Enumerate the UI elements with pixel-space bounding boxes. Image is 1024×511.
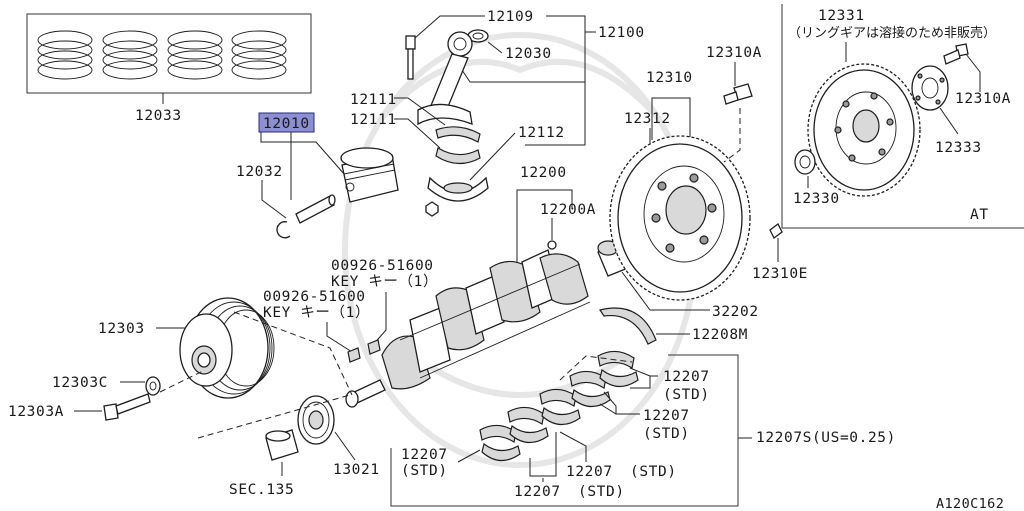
ring-set-frame <box>26 13 312 94</box>
rod-bearing-upper[interactable] <box>435 126 481 143</box>
bearing-set-frame <box>390 354 739 507</box>
label-12207-b-std: (STD) <box>643 426 690 442</box>
label-12207-a-std: (STD) <box>663 387 710 403</box>
label-at: AT <box>970 207 989 223</box>
main-bearing-pair-1[interactable] <box>479 424 521 462</box>
rod-bearing-lower[interactable] <box>435 147 481 165</box>
label-12207-a[interactable]: 12207 <box>663 369 710 385</box>
label-12310a-at[interactable]: 12310A <box>955 91 1011 107</box>
snap-ring[interactable] <box>276 221 291 239</box>
crank-pulley[interactable] <box>179 297 275 399</box>
label-12032[interactable]: 12032 <box>236 164 283 180</box>
label-12310[interactable]: 12310 <box>646 70 693 86</box>
label-12312[interactable]: 12312 <box>624 111 671 127</box>
label-12208m[interactable]: 12208M <box>692 327 748 343</box>
pulley-washer[interactable] <box>145 376 161 396</box>
label-12333[interactable]: 12333 <box>935 140 982 156</box>
label-12200[interactable]: 12200 <box>520 165 567 181</box>
label-12303a[interactable]: 12303A <box>8 404 64 420</box>
main-bearing-pair-3[interactable] <box>539 388 581 426</box>
rod-cap[interactable] <box>427 176 489 202</box>
woodruff-key-a[interactable] <box>367 339 381 355</box>
rod-nut[interactable] <box>425 201 439 217</box>
thrust-washer[interactable] <box>599 307 657 345</box>
connecting-rod[interactable] <box>417 31 473 126</box>
label-12010[interactable]: 12010 <box>263 116 310 132</box>
label-12109[interactable]: 12109 <box>487 9 534 25</box>
reinforcement-plate[interactable] <box>911 65 949 111</box>
label-12207s[interactable]: 12207S(US=0.25) <box>756 430 896 446</box>
label-12112[interactable]: 12112 <box>518 125 565 141</box>
at-bolt[interactable] <box>943 43 969 65</box>
label-12207-e-std: (STD) <box>578 484 625 500</box>
label-12111-b[interactable]: 12111 <box>350 112 397 128</box>
crankshaft[interactable] <box>345 249 591 408</box>
label-32202[interactable]: 32202 <box>712 304 759 320</box>
label-12330[interactable]: 12330 <box>793 191 840 207</box>
ring-stack-4 <box>231 30 287 80</box>
label-12100[interactable]: 12100 <box>598 25 645 41</box>
label-12207-c[interactable]: 12207 <box>401 447 448 463</box>
label-12207-d[interactable]: 12207 <box>566 464 613 480</box>
label-12207-c-std: (STD) <box>401 463 448 479</box>
label-key-a-number[interactable]: 00926-51600 <box>331 258 434 274</box>
label-12207-e[interactable]: 12207 <box>514 484 561 500</box>
highlight-12010 <box>258 112 315 133</box>
rod-bolt[interactable] <box>405 35 416 80</box>
label-12033[interactable]: 12033 <box>135 108 182 124</box>
flywheel[interactable] <box>609 135 751 301</box>
at-frame <box>781 4 1024 229</box>
main-bearing-pair-5[interactable] <box>597 350 639 388</box>
label-12111-a[interactable]: 12111 <box>350 92 397 108</box>
piston-ring-set[interactable] <box>26 13 312 94</box>
piston[interactable] <box>340 147 399 203</box>
main-bearing-pair-2[interactable] <box>507 406 549 444</box>
crank-plug[interactable] <box>547 240 557 250</box>
label-key-b-number[interactable]: 00926-51600 <box>263 289 366 305</box>
label-key-b-text: KEY キー（1） <box>263 304 370 321</box>
ring-stack-3 <box>167 30 223 80</box>
label-12030[interactable]: 12030 <box>505 46 552 62</box>
label-12207-d-std: (STD) <box>630 464 677 480</box>
label-12303c[interactable]: 12303C <box>52 375 108 391</box>
pulley-bolt[interactable] <box>103 393 151 421</box>
flywheel-dowel-pin[interactable] <box>769 223 783 239</box>
label-12331[interactable]: 12331 <box>818 8 865 24</box>
flywheel-bolt[interactable] <box>723 83 753 105</box>
label-sec-135[interactable]: SEC.135 <box>229 482 294 498</box>
woodruff-key-b[interactable] <box>347 347 361 363</box>
ring-gear-note: （リングギアは溶接のため非販売） <box>788 25 996 41</box>
label-12200a[interactable]: 12200A <box>540 202 596 218</box>
piston-pin[interactable] <box>295 194 336 224</box>
pilot-bushing[interactable] <box>794 149 816 175</box>
ring-stack-1 <box>37 30 93 80</box>
label-12310a-flywheel[interactable]: 12310A <box>706 45 762 61</box>
label-12207-b[interactable]: 12207 <box>643 408 690 424</box>
label-12303[interactable]: 12303 <box>98 321 145 337</box>
label-13021[interactable]: 13021 <box>333 462 380 478</box>
main-bearing-pair-4[interactable] <box>569 370 611 408</box>
ring-stack-2 <box>102 30 158 80</box>
label-key-a-text: KEY キー（1） <box>331 273 438 290</box>
diagram-id: A120C162 <box>936 496 1004 511</box>
timing-collar[interactable] <box>265 429 299 461</box>
drive-plate[interactable] <box>807 63 921 197</box>
timing-sprocket[interactable] <box>297 395 335 445</box>
label-12310e[interactable]: 12310E <box>752 266 808 282</box>
